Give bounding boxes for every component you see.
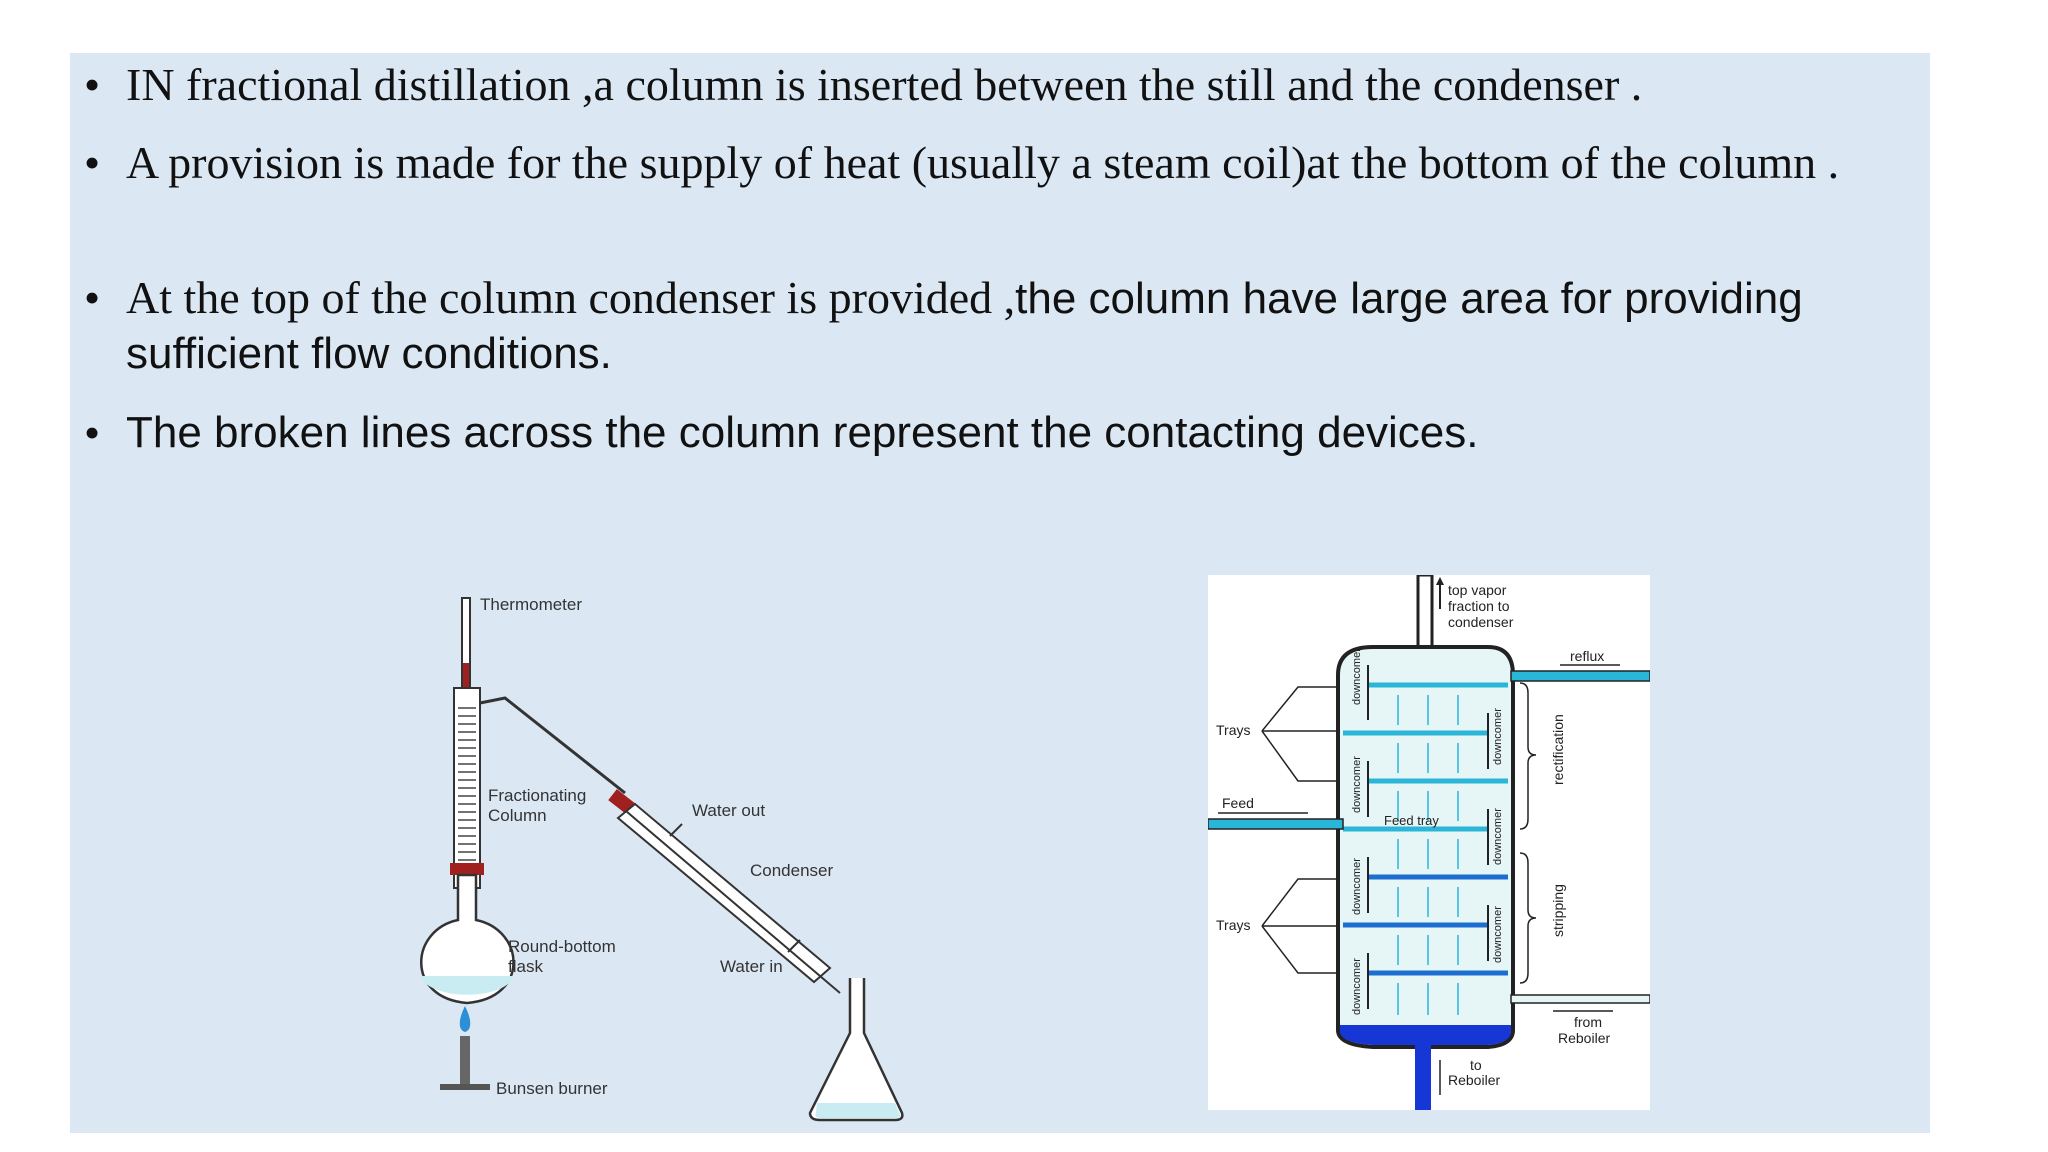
downcomers — [1367, 665, 1489, 1009]
vapor-arrows — [1397, 695, 1459, 1015]
water-in-port — [787, 939, 801, 953]
label-stripping: stripping — [1550, 884, 1566, 937]
reflux-top-pipe — [1510, 670, 1650, 682]
burner-flame — [459, 1006, 471, 1032]
label-flask-2: flask — [508, 957, 543, 976]
label-water-in: Water in — [720, 957, 783, 976]
label-flask-1: Round-bottom — [508, 937, 616, 956]
bullet-3-serif-part: At the top of the column condenser is pr… — [126, 272, 1016, 323]
label-water-out: Water out — [692, 801, 765, 820]
side-arm — [479, 696, 626, 795]
trays-upper-leaders — [1261, 686, 1338, 782]
label-downcomer-1: downcomer — [1351, 648, 1363, 705]
reboiler-liquid — [1340, 1025, 1511, 1045]
bullet-3-sans-part: the column have large area for providing… — [126, 274, 1803, 378]
reboiler-return-pipe — [1510, 994, 1650, 1004]
bullet-dot: • — [84, 407, 101, 458]
label-fractionating-2: Column — [488, 806, 547, 825]
trays — [1343, 682, 1508, 976]
label-from-reboiler-1: from — [1574, 1014, 1602, 1030]
label-thermometer: Thermometer — [480, 595, 582, 614]
column-packing — [458, 707, 476, 869]
bullet-dot: • — [84, 272, 101, 323]
label-to-reboiler-1: to — [1470, 1057, 1482, 1073]
water-out-port — [669, 823, 683, 837]
bottom-outlet — [1415, 1045, 1431, 1110]
column-joint — [450, 863, 484, 875]
label-top-vapor-2: fraction to — [1448, 598, 1510, 614]
label-top-vapor-3: condenser — [1448, 614, 1514, 630]
label-fractionating-1: Fractionating — [488, 786, 586, 805]
flask-liquid — [420, 976, 514, 995]
label-downcomer-7: downcomer — [1351, 958, 1363, 1015]
bullet-dot: • — [84, 137, 101, 188]
label-downcomer-5: downcomer — [1351, 858, 1363, 915]
label-downcomer-4: downcomer — [1492, 808, 1504, 865]
arrow-head — [1436, 577, 1444, 585]
bullet-1-text: IN fractional distillation ,a column is … — [126, 59, 1643, 110]
label-rectification: rectification — [1550, 714, 1566, 785]
label-top-vapor-1: top vapor — [1448, 582, 1507, 598]
top-vapor-pipe — [1416, 575, 1434, 649]
round-bottom-flask — [420, 873, 515, 1005]
bullet-dot: • — [84, 59, 101, 110]
burner-barrel — [460, 1036, 470, 1086]
trays-lower-leaders — [1261, 878, 1338, 974]
label-feed: Feed — [1222, 795, 1254, 811]
receiving-flask — [808, 978, 904, 1122]
braces — [1519, 682, 1537, 984]
label-downcomer-2: downcomer — [1492, 708, 1504, 765]
label-trays-upper: Trays — [1216, 722, 1250, 738]
condenser-inner-tube — [625, 810, 841, 994]
label-downcomer-3: downcomer — [1351, 756, 1363, 813]
distillation-apparatus-diagram: Thermometer Fractionating Column Water o… — [420, 595, 904, 1122]
label-downcomer-6: downcomer — [1492, 906, 1504, 963]
fractional-column-diagram: top vapor fraction to condenser dow — [1208, 575, 1650, 1110]
bullet-4-text: The broken lines across the column repre… — [126, 408, 1479, 457]
bullet-3-text: At the top of the column condenser is pr… — [126, 271, 1846, 381]
slide-panel: • IN fractional distillation ,a column i… — [70, 53, 1930, 1133]
label-reflux-top: reflux — [1570, 648, 1604, 664]
label-condenser: Condenser — [750, 861, 834, 880]
label-to-reboiler-2: Reboiler — [1448, 1072, 1500, 1088]
column-shell — [1336, 645, 1515, 1049]
label-feed-tray: Feed tray — [1384, 813, 1439, 828]
bullet-2-text: A provision is made for the supply of he… — [126, 137, 1840, 188]
label-from-reboiler-2: Reboiler — [1558, 1030, 1610, 1046]
thermometer-bulb — [463, 663, 469, 693]
feed-pipe — [1208, 818, 1344, 830]
burner-base — [440, 1084, 490, 1090]
label-burner: Bunsen burner — [496, 1079, 608, 1098]
label-trays-lower: Trays — [1216, 917, 1250, 933]
receiving-flask-liquid — [815, 1103, 901, 1118]
